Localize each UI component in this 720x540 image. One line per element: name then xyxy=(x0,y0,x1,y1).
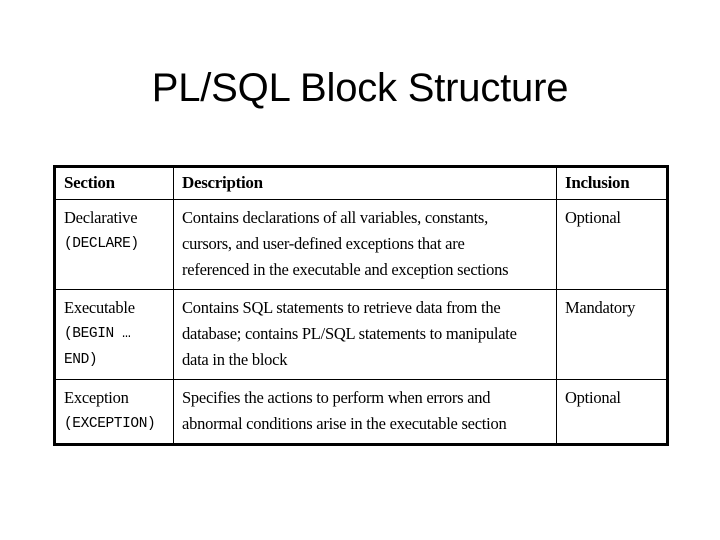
block-structure-table-container: Section Description Inclusion Declarativ… xyxy=(53,165,669,446)
table-row: Executable (BEGIN … END) Contains SQL st… xyxy=(54,289,668,380)
column-header-description: Description xyxy=(173,166,557,200)
description-line: Specifies the actions to perform when er… xyxy=(182,388,491,407)
inclusion-value: Optional xyxy=(565,208,621,227)
table-header-row: Section Description Inclusion xyxy=(54,166,668,200)
cell-description-declarative: Contains declarations of all variables, … xyxy=(173,199,557,290)
cell-description-executable: Contains SQL statements to retrieve data… xyxy=(173,289,557,380)
cell-inclusion-exception: Optional xyxy=(556,379,668,445)
section-name: Declarative xyxy=(64,208,138,227)
inclusion-value: Mandatory xyxy=(565,298,636,317)
description-line: cursors, and user-defined exceptions tha… xyxy=(182,234,465,253)
cell-inclusion-executable: Mandatory xyxy=(556,289,668,380)
section-name: Exception xyxy=(64,388,129,407)
section-keyword: (EXCEPTION) xyxy=(64,416,156,432)
section-keyword: (BEGIN … xyxy=(64,326,131,342)
description-line: abnormal conditions arise in the executa… xyxy=(182,414,507,433)
table-row: Exception (EXCEPTION) Specifies the acti… xyxy=(54,379,668,445)
table-row: Declarative (DECLARE) Contains declarati… xyxy=(54,199,668,290)
description-line: Contains declarations of all variables, … xyxy=(182,208,488,227)
cell-description-exception: Specifies the actions to perform when er… xyxy=(173,379,557,445)
section-keyword: (DECLARE) xyxy=(64,236,139,252)
description-line: Contains SQL statements to retrieve data… xyxy=(182,298,501,317)
column-header-inclusion: Inclusion xyxy=(556,166,668,200)
column-header-section: Section xyxy=(54,166,174,200)
cell-section-executable: Executable (BEGIN … END) xyxy=(54,289,174,380)
section-keyword-end: END) xyxy=(64,352,98,368)
description-line: data in the block xyxy=(182,350,288,369)
cell-section-declarative: Declarative (DECLARE) xyxy=(54,199,174,290)
description-line: referenced in the executable and excepti… xyxy=(182,260,509,279)
section-name: Executable xyxy=(64,298,135,317)
cell-section-exception: Exception (EXCEPTION) xyxy=(54,379,174,445)
description-line: database; contains PL/SQL statements to … xyxy=(182,324,517,343)
cell-inclusion-declarative: Optional xyxy=(556,199,668,290)
block-structure-table: Section Description Inclusion Declarativ… xyxy=(53,165,669,446)
page-title: PL/SQL Block Structure xyxy=(151,65,569,110)
inclusion-value: Optional xyxy=(565,388,621,407)
